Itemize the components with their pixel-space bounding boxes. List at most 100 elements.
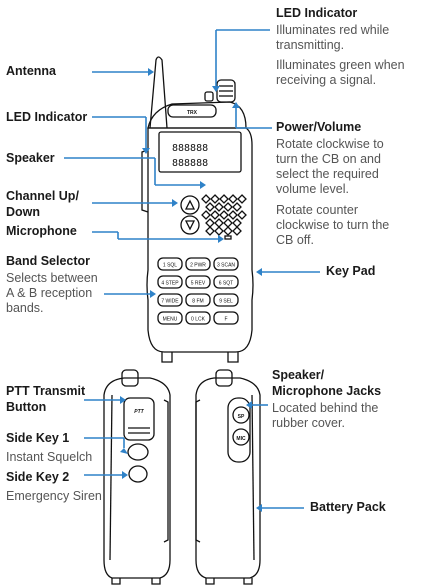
- keypad-key[interactable]: F: [213, 311, 239, 325]
- keypad-key[interactable]: 7 WIDE: [157, 293, 183, 307]
- front-radio: 1 SQL 2 PWR 3 SCAN 4 STEP 5 REV 6 SQT 7 WIDE 8 …: [141, 56, 254, 363]
- grille-diamond: [205, 226, 215, 236]
- grille-diamond: [214, 202, 224, 212]
- sp-label: SP: [238, 414, 245, 420]
- ptt-label-line1: PTT Transmit: [6, 384, 86, 398]
- antenna: [149, 56, 168, 129]
- lcd-line-1: 888888: [172, 143, 208, 154]
- led-desc-3: Illuminates green when: [276, 58, 405, 72]
- channel-label-line2: Down: [6, 205, 41, 219]
- up-button: [180, 195, 200, 215]
- keypad-key-label: 4 STEP: [161, 281, 179, 287]
- power-desc-2: turn the CB on and: [276, 152, 381, 166]
- led-indicator-left-label: LED Indicator: [6, 110, 88, 124]
- keypad: 1 SQL 2 PWR 3 SCAN 4 STEP 5 REV 6 SQT 7 WIDE 8 …: [157, 257, 239, 325]
- keypad-key-label: 7 WIDE: [161, 299, 179, 305]
- keypad-key-label: 6 SQT: [219, 281, 233, 287]
- led-desc-2: transmitting.: [276, 38, 345, 52]
- keypad-key-label: 2 PWR: [190, 263, 206, 269]
- keypad-key[interactable]: 5 REV: [185, 275, 211, 289]
- band-desc-3: bands.: [6, 301, 44, 315]
- power-desc-1: Rotate clockwise to: [276, 137, 384, 151]
- battery-pack-label: Battery Pack: [310, 500, 386, 514]
- keypad-key-label: 3 SCAN: [217, 263, 235, 269]
- front-body: [146, 127, 254, 353]
- rubber-cover: [227, 397, 251, 463]
- grille-diamond: [228, 210, 238, 220]
- ptt-label-line2: Button: [6, 400, 47, 414]
- keypad-key-label: F: [224, 317, 227, 323]
- grille-diamond: [201, 194, 211, 204]
- left-body: [103, 377, 171, 579]
- keypad-key-label: 5 REV: [191, 281, 206, 287]
- side-key-2-label: Side Key 2: [6, 470, 70, 484]
- power-volume-label: Power/Volume: [276, 120, 362, 134]
- keypad-key[interactable]: 1 SQL: [157, 257, 183, 271]
- keypad-key[interactable]: 9 SEL: [213, 293, 239, 307]
- keypad-key[interactable]: 8 FM: [185, 293, 211, 307]
- band-desc-2: A & B reception: [6, 286, 93, 300]
- keypad-key[interactable]: 3 SCAN: [213, 257, 239, 271]
- grille-diamond: [232, 226, 242, 236]
- brand-plate: [167, 104, 217, 118]
- microphone-label: Microphone: [6, 224, 77, 238]
- down-button: [180, 215, 200, 235]
- jacks-desc-2: rubber cover.: [272, 416, 345, 430]
- key-pad-label: Key Pad: [326, 264, 376, 278]
- power-desc-4: volume level.: [276, 182, 349, 196]
- grille-diamond: [228, 194, 238, 204]
- grille-diamond: [219, 210, 229, 220]
- keypad-key[interactable]: 0 LCK: [185, 311, 211, 325]
- grille-diamond: [214, 226, 224, 236]
- side-key-1: [127, 443, 149, 461]
- keypad-key-label: 1 SQL: [163, 263, 177, 269]
- keypad-key[interactable]: MENU: [157, 311, 183, 325]
- speaker-label: Speaker: [6, 151, 55, 165]
- left-side-radio: PTT: [103, 369, 171, 585]
- led-desc-4: receiving a signal.: [276, 73, 377, 87]
- band-selector-label: Band Selector: [6, 254, 91, 268]
- grille-diamond: [210, 210, 220, 220]
- keypad-key-label: 8 FM: [192, 299, 203, 305]
- grille-diamond: [223, 218, 233, 228]
- keypad-key-label: 9 SEL: [219, 299, 233, 305]
- mic-jack: [232, 428, 250, 446]
- mic-label: MIC: [236, 436, 246, 442]
- keypad-key[interactable]: 2 PWR: [185, 257, 211, 271]
- ptt-label: PTT: [134, 409, 144, 415]
- led-light: [204, 91, 214, 102]
- side-key-2: [128, 465, 148, 483]
- channel-label-line1: Channel Up/: [6, 189, 79, 203]
- grille-diamond: [237, 210, 247, 220]
- keypad-key-label: 0 LCK: [191, 317, 206, 323]
- grille-diamond: [205, 202, 215, 212]
- band-desc-1: Selects between: [6, 271, 98, 285]
- grille-diamond: [214, 218, 224, 228]
- keypad-key[interactable]: 6 SQT: [213, 275, 239, 289]
- right-body: [195, 377, 261, 579]
- power-desc-3: select the required: [276, 167, 379, 181]
- sp-jack: [232, 406, 250, 424]
- jacks-label-line2: Microphone Jacks: [272, 384, 382, 398]
- jacks-desc-1: Located behind the: [272, 401, 379, 415]
- right-side-radio: SP MIC: [195, 369, 261, 585]
- keypad-key-label: MENU: [163, 317, 178, 323]
- grille-diamond: [237, 194, 247, 204]
- led-indicator-right-label: LED Indicator: [276, 6, 358, 20]
- lcd-line-2: 888888: [172, 158, 208, 169]
- led-desc-1: Illuminates red while: [276, 23, 390, 37]
- jacks-label-line1: Speaker/: [272, 368, 325, 382]
- callout-arrows: [64, 29, 320, 512]
- power-desc-5: Rotate counter: [276, 203, 358, 217]
- side-key-1-label: Side Key 1: [6, 431, 70, 445]
- side-key-2-desc: Emergency Siren: [6, 489, 102, 503]
- grille-diamond: [232, 218, 242, 228]
- side-key-1-desc: Instant Squelch: [6, 450, 93, 464]
- grille-diamond: [223, 226, 233, 236]
- grille-diamond: [232, 202, 242, 212]
- antenna-label: Antenna: [6, 64, 56, 78]
- speaker-grille: [201, 194, 247, 236]
- grille-diamond: [205, 218, 215, 228]
- keypad-key[interactable]: 4 STEP: [157, 275, 183, 289]
